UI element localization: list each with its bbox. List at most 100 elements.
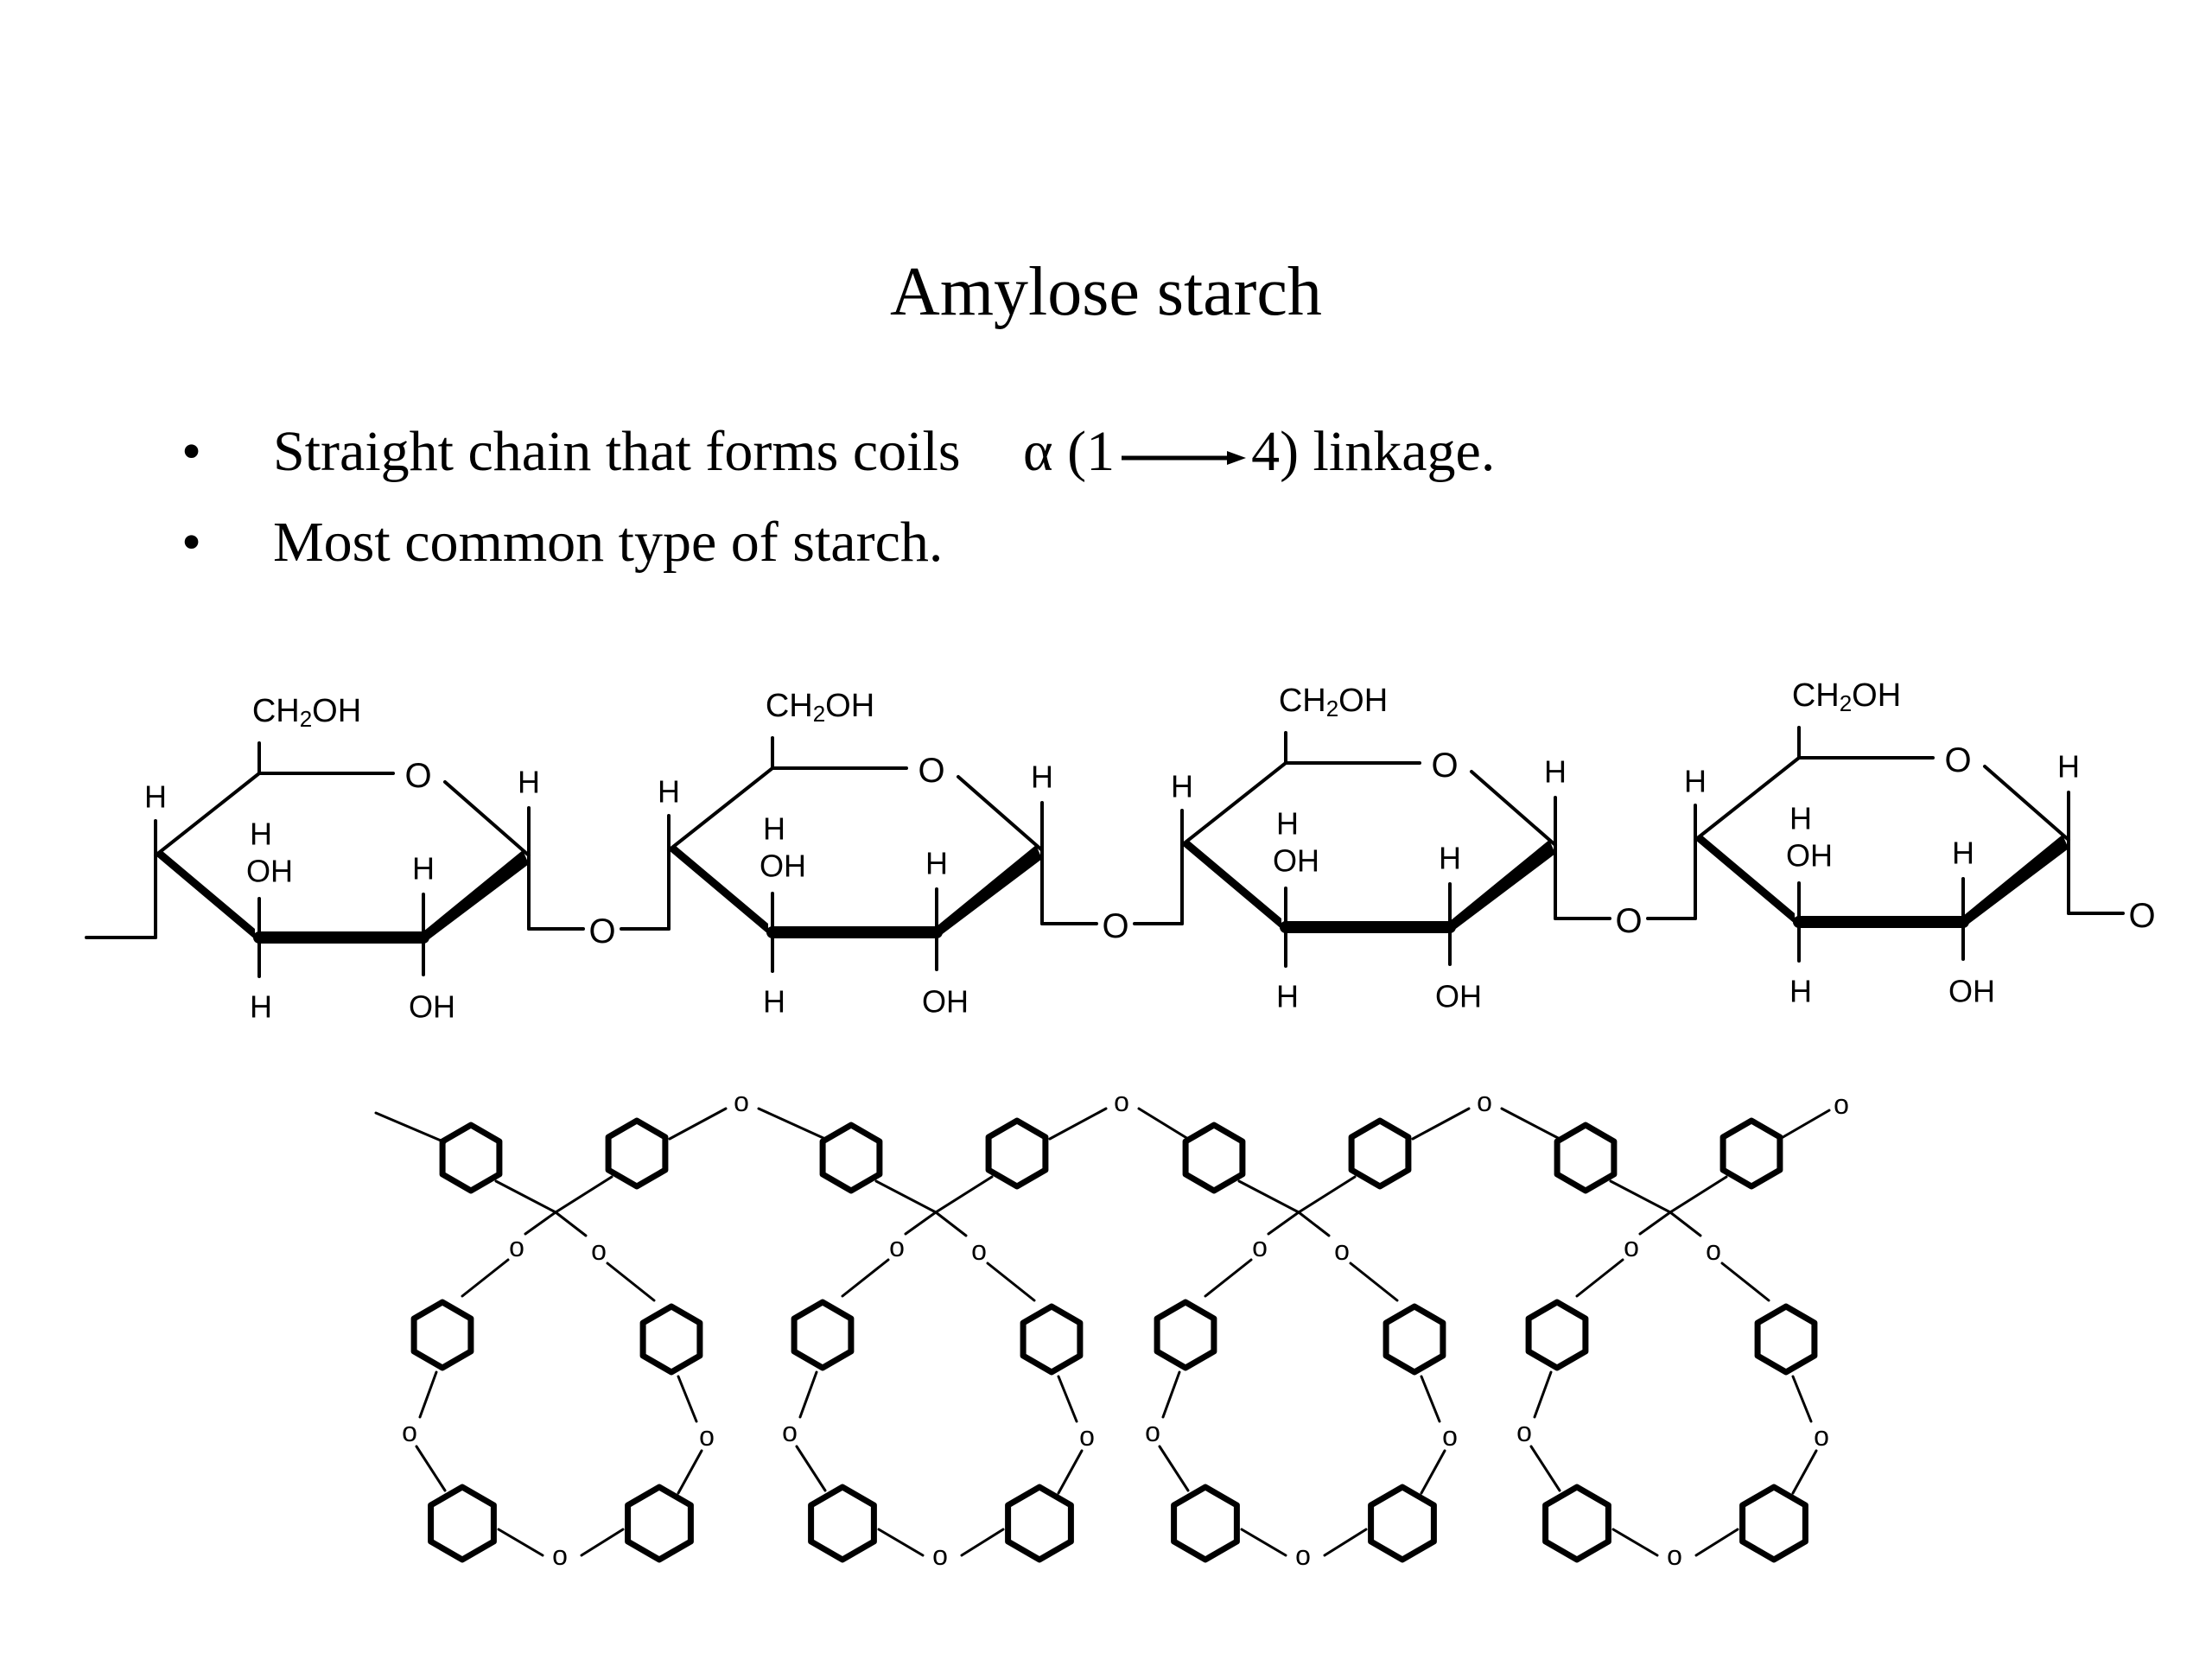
coil-bond	[497, 1528, 544, 1557]
wedge-bond	[669, 846, 768, 934]
linkage-arrow-icon	[1122, 450, 1247, 465]
coil-bond	[1609, 1179, 1672, 1214]
h-label: H	[1952, 836, 1974, 871]
ring-oxygen-label: O	[1944, 741, 1971, 779]
h-label: H	[763, 811, 785, 847]
h-label: H	[518, 765, 540, 800]
glucose-ring-hexagon	[1005, 1484, 1074, 1563]
wedge-bond	[1450, 840, 1555, 933]
bond-line	[667, 766, 774, 852]
coil-bond	[1240, 1528, 1287, 1557]
slide-title: Amylose starch	[890, 254, 1322, 330]
glucose-ring-hexagon	[985, 1117, 1049, 1190]
coil-oxygen-label: o	[1706, 1235, 1721, 1266]
coil-bond	[874, 1179, 938, 1214]
bond-line	[1694, 756, 1801, 842]
bond-line	[1983, 765, 2070, 842]
coil-oxygen-label: o	[932, 1540, 948, 1571]
coil-oxygen-label: o	[782, 1416, 798, 1447]
glucose-ring-hexagon	[605, 1117, 669, 1190]
coil-bond	[494, 1179, 557, 1214]
oh-label: OH	[1786, 838, 1833, 874]
coil-bond	[1791, 1375, 1813, 1423]
coil-oxygen-label: o	[509, 1231, 524, 1262]
h-label: H	[250, 989, 272, 1025]
coil-bond	[554, 1211, 588, 1237]
haworth-chain: OCH2OHHHOHHHOHHOOCH2OHHHOHHHOHHOOCH2OHHH…	[85, 677, 2156, 1025]
coil-bond	[934, 1211, 968, 1237]
coil-oxygen-label: o	[1667, 1540, 1682, 1571]
coil-bond	[461, 1258, 510, 1298]
wedge-bond	[1182, 841, 1281, 929]
coil-bond	[1669, 1211, 1702, 1237]
h-label: H	[1031, 760, 1053, 795]
coil-oxygen-label: o	[1814, 1421, 1829, 1452]
ch2oh-label: CH2OH	[1792, 677, 1901, 716]
coil-bond	[1048, 1107, 1108, 1141]
coil-bond	[798, 1370, 818, 1419]
oh-label: OH	[409, 989, 455, 1025]
bond-line	[443, 780, 531, 857]
wedge-bond	[156, 851, 255, 939]
bullet-dot: •	[181, 511, 202, 574]
ch2oh-label: CH2OH	[1279, 683, 1388, 721]
glycosidic-oxygen-label: O	[1615, 902, 1642, 940]
coil-bond	[677, 1375, 698, 1423]
coil-bond	[841, 1258, 890, 1298]
h-label: H	[2057, 749, 2080, 785]
coil-bond	[1297, 1175, 1357, 1214]
glucose-ring-hexagon	[1020, 1303, 1084, 1376]
coil-bond	[1158, 1445, 1190, 1492]
coil-bond	[986, 1262, 1036, 1302]
glycosidic-oxygen-label: O	[588, 912, 615, 950]
coil-oxygen-label: o	[402, 1416, 417, 1447]
oh-label: OH	[246, 854, 293, 889]
coil-oxygen-label: o	[1442, 1421, 1458, 1452]
h-label: H	[1439, 841, 1461, 876]
coil-bond	[1791, 1449, 1818, 1495]
coil-bond	[524, 1211, 557, 1236]
coil-bond	[757, 1107, 827, 1141]
coil-bond	[1420, 1375, 1441, 1423]
glucose-ring-hexagon	[1739, 1484, 1808, 1563]
glucose-ring-hexagon	[1542, 1484, 1611, 1563]
coil-oxygen-label: o	[1114, 1086, 1129, 1117]
glucose-ring-hexagon	[1525, 1299, 1589, 1371]
coil-bond	[960, 1528, 1005, 1557]
glucose-ring-hexagon	[1754, 1303, 1818, 1376]
wedge-bond	[423, 850, 529, 944]
coil-oxygen-label: o	[699, 1421, 715, 1452]
h-label: H	[1276, 806, 1299, 842]
bond-line	[957, 775, 1044, 852]
coil-oxygen-label: o	[1252, 1231, 1268, 1262]
coil-oxygen-label: o	[1477, 1086, 1492, 1117]
oh-label: OH	[1948, 974, 1995, 1009]
coil-oxygen-label: o	[1516, 1416, 1532, 1447]
wedge-bond	[937, 845, 1042, 938]
coil-bond	[1349, 1262, 1399, 1302]
coil-bond	[668, 1107, 728, 1141]
glucose-ring-hexagon	[1554, 1122, 1618, 1194]
glucose-ring-hexagon	[791, 1299, 855, 1371]
coil-bond	[934, 1175, 994, 1214]
glycosidic-oxygen-label: O	[1102, 907, 1128, 945]
ch2oh-label: CH2OH	[766, 688, 874, 727]
coil-bond	[1638, 1211, 1672, 1236]
glucose-ring-hexagon	[625, 1484, 694, 1563]
coil-oxygen-label: o	[889, 1231, 905, 1262]
coil-bond	[415, 1445, 447, 1492]
ch2oh-label: CH2OH	[252, 693, 361, 732]
ring-oxygen-label: O	[918, 752, 944, 790]
coil-bond	[1237, 1179, 1300, 1214]
h-label: H	[412, 851, 435, 887]
coil-oxygen-label: o	[971, 1235, 987, 1266]
glucose-ring-hexagon	[1382, 1303, 1446, 1376]
